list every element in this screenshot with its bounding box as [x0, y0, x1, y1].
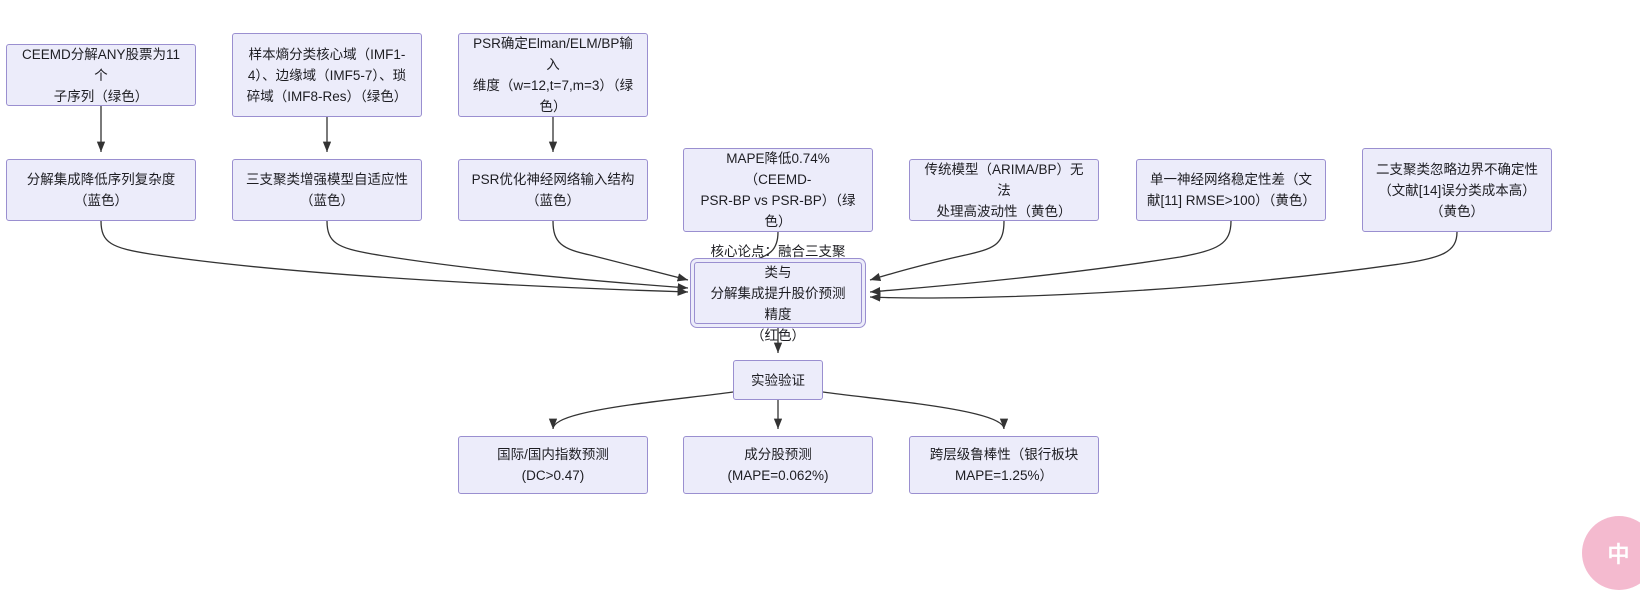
node-label: 传统模型（ARIMA/BP）无法 处理高波动性（黄色） [924, 161, 1084, 219]
node-sample-entropy-classification[interactable]: 样本熵分类核心域（IMF1- 4）、边缘域（IMF5-7）、琐 碎域（IMF8-… [232, 33, 422, 117]
edge-verify-n12 [548, 391, 734, 430]
node-label: MAPE降低0.74%（CEEMD- PSR-BP vs PSR-BP）（绿 色… [700, 151, 856, 229]
node-label: 分解集成降低序列复杂度 （蓝色） [26, 172, 176, 208]
node-psr-input-dimension[interactable]: PSR确定Elman/ELM/BP输入 维度（w=12,t=7,m=3）（绿 色… [458, 33, 648, 117]
node-three-way-clustering-adaptivity[interactable]: 三支聚类增强模型自适应性 （蓝色） [232, 159, 422, 221]
node-label: 跨层级鲁棒性（银行板块 MAPE=1.25%） [929, 447, 1079, 483]
node-constituent-stock-prediction[interactable]: 成分股预测 (MAPE=0.062%) [683, 436, 873, 494]
node-traditional-model-limitation[interactable]: 传统模型（ARIMA/BP）无法 处理高波动性（黄色） [909, 159, 1099, 221]
node-cross-level-robustness[interactable]: 跨层级鲁棒性（银行板块 MAPE=1.25%） [909, 436, 1099, 494]
node-label: 成分股预测 (MAPE=0.062%) [727, 447, 829, 483]
node-label: 实验验证 [751, 372, 805, 388]
edge-n8-core [869, 220, 1005, 281]
node-label: 核心论点：融合三支聚类与 分解集成提升股价预测精度 （红色） [710, 243, 846, 343]
node-psr-optimizes-network-input[interactable]: PSR优化神经网络输入结构 （蓝色） [458, 159, 648, 221]
node-label: 单一神经网络稳定性差（文 献[11] RMSE>100）（黄色） [1147, 172, 1316, 208]
node-ceemd-decomposition[interactable]: CEEMD分解ANY股票为11个 子序列（绿色） [6, 44, 196, 106]
edge-n4-core [100, 220, 689, 296]
node-index-prediction[interactable]: 国际/国内指数预测 (DC>0.47) [458, 436, 648, 494]
node-single-network-instability[interactable]: 单一神经网络稳定性差（文 献[11] RMSE>100）（黄色） [1136, 159, 1326, 221]
node-label: PSR确定Elman/ELM/BP输入 维度（w=12,t=7,m=3）（绿 色… [472, 36, 634, 114]
watermark-badge: 中 [1582, 516, 1640, 590]
node-decomposition-reduces-complexity[interactable]: 分解集成降低序列复杂度 （蓝色） [6, 159, 196, 221]
edge-n6-core [552, 220, 689, 282]
node-label: PSR优化神经网络输入结构 （蓝色） [471, 172, 635, 208]
watermark-label: 中 [1607, 542, 1631, 567]
node-label: CEEMD分解ANY股票为11个 子序列（绿色） [21, 46, 181, 104]
node-label: 二支聚类忽略边界不确定性 （文献[14]误分类成本高） （黄色） [1376, 161, 1538, 219]
edge-n5-core [326, 220, 689, 292]
flowchart-canvas: CEEMD分解ANY股票为11个 子序列（绿色） 样本熵分类核心域（IMF1- … [6, 33, 1640, 590]
node-mape-reduction[interactable]: MAPE降低0.74%（CEEMD- PSR-BP vs PSR-BP）（绿 色… [683, 148, 873, 232]
edge-verify-n14 [822, 391, 1009, 430]
node-two-way-clustering-boundary[interactable]: 二支聚类忽略边界不确定性 （文献[14]误分类成本高） （黄色） [1362, 148, 1552, 232]
edge-n10-core [869, 231, 1458, 302]
node-experimental-validation[interactable]: 实验验证 [733, 360, 823, 400]
node-label: 样本熵分类核心域（IMF1- 4）、边缘域（IMF5-7）、琐 碎域（IMF8-… [246, 46, 408, 104]
node-core-thesis[interactable]: 核心论点：融合三支聚类与 分解集成提升股价预测精度 （红色） [694, 244, 862, 343]
node-label: 国际/国内指数预测 (DC>0.47) [497, 447, 609, 483]
edge-n9-core [869, 220, 1232, 296]
node-label: 三支聚类增强模型自适应性 （蓝色） [246, 172, 408, 208]
